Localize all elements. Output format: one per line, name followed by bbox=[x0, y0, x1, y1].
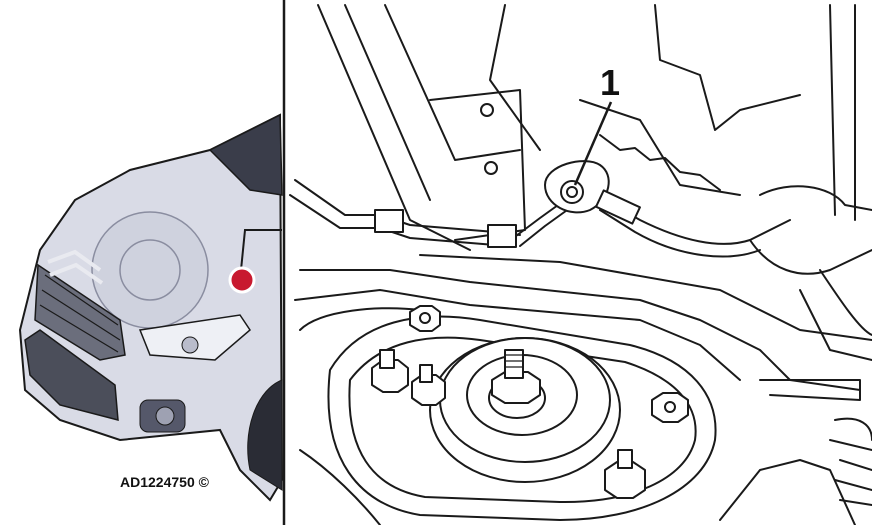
inset-leader bbox=[239, 229, 282, 281]
mount-bolt bbox=[651, 392, 689, 423]
mount-bolt bbox=[371, 349, 409, 393]
callout-number: 1 bbox=[600, 62, 620, 103]
cable-sleeve bbox=[595, 189, 641, 225]
ghost-wheel bbox=[91, 211, 209, 329]
reference-code: AD1224750 © bbox=[120, 474, 210, 490]
mount-bolt bbox=[604, 449, 646, 499]
headlight bbox=[138, 314, 251, 361]
cable-clip bbox=[487, 224, 517, 248]
lower-grille bbox=[24, 329, 119, 421]
mount-bolt bbox=[411, 364, 446, 406]
location-marker bbox=[228, 266, 256, 294]
panel-hole bbox=[480, 103, 494, 117]
center-stud bbox=[504, 349, 524, 379]
center-nut bbox=[491, 371, 541, 404]
windshield bbox=[208, 113, 283, 196]
chevron-logo bbox=[47, 249, 104, 285]
mount-bolt bbox=[409, 305, 441, 332]
front-wheel bbox=[247, 379, 283, 491]
panel-hole bbox=[484, 161, 498, 175]
engine-bay-detail: 1 bbox=[289, 4, 872, 525]
grille bbox=[34, 263, 126, 361]
cable-clip bbox=[374, 209, 404, 233]
car-overview-inset bbox=[18, 113, 284, 502]
callout-leader bbox=[573, 101, 613, 186]
